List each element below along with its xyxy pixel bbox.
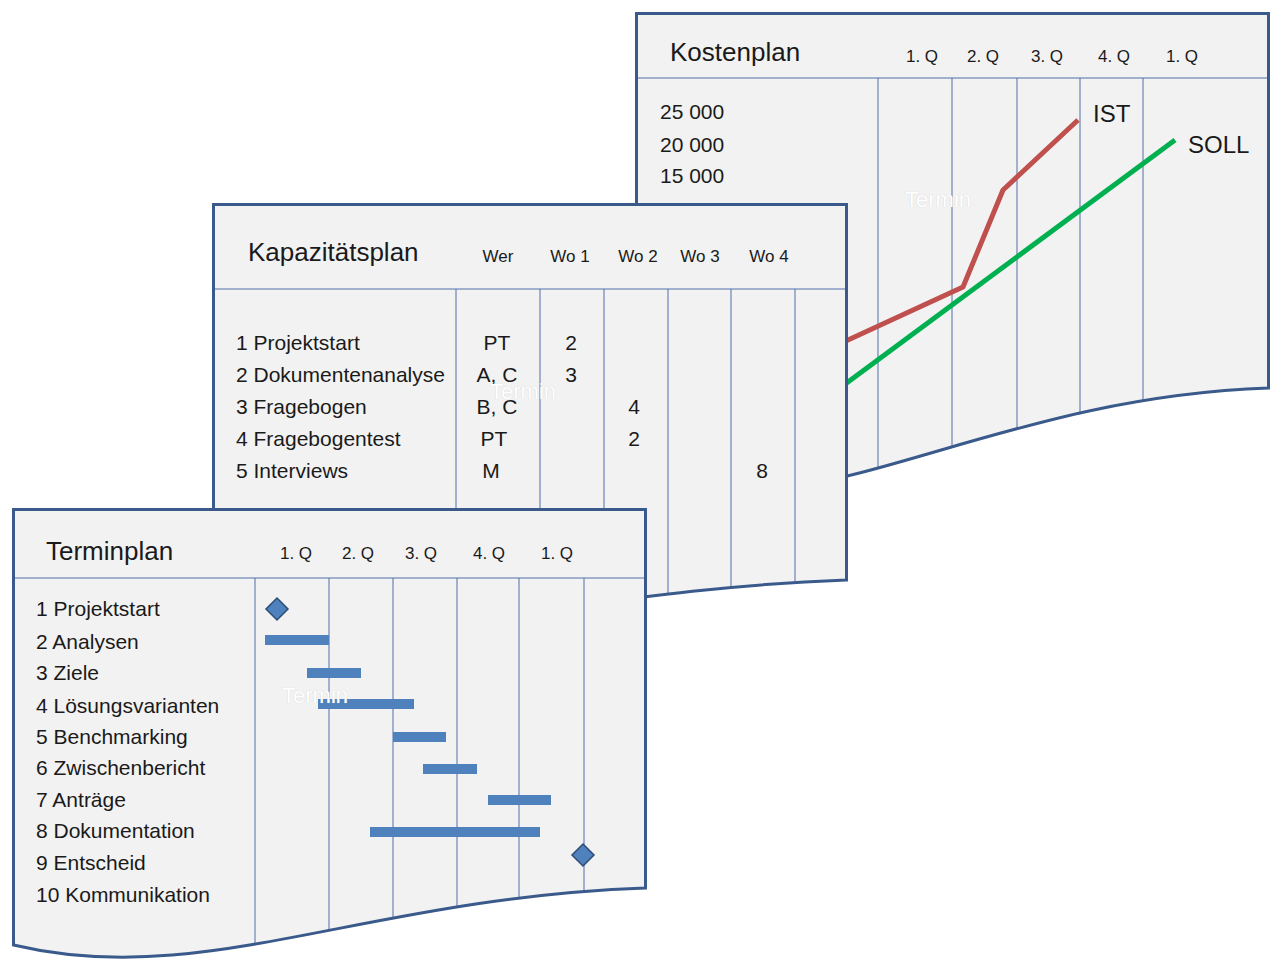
sheet-title: Terminplan	[46, 537, 173, 566]
column-header: 1. Q	[1166, 48, 1198, 67]
grid-line	[255, 578, 256, 972]
table-cell: M	[482, 459, 500, 482]
task-name: 9 Entscheid	[36, 851, 146, 874]
table-cell: 4	[628, 395, 640, 418]
axis-value: 20 000	[660, 133, 724, 156]
header-rule	[212, 289, 848, 290]
column-header: 4. Q	[1098, 48, 1130, 67]
task-name: 6 Zwischenbericht	[36, 756, 205, 779]
column-header: 3. Q	[405, 545, 437, 564]
gantt-bar	[265, 635, 329, 645]
grid-line	[731, 289, 732, 663]
grid-line	[584, 578, 585, 972]
column-header: Wo 2	[618, 248, 657, 267]
gantt-bar	[370, 827, 540, 837]
grid-line	[519, 578, 520, 972]
series-label: SOLL	[1188, 132, 1249, 158]
milestone-diamond	[572, 844, 594, 866]
column-header: 2. Q	[342, 545, 374, 564]
column-header: 2. Q	[967, 48, 999, 67]
column-header: 1. Q	[541, 545, 573, 564]
table-cell: 2	[628, 427, 640, 450]
grid-line	[668, 289, 669, 663]
column-header: 3. Q	[1031, 48, 1063, 67]
task-name: 1 Projektstart	[236, 331, 360, 354]
grid-line	[393, 578, 394, 972]
task-name: 8 Dokumentation	[36, 819, 195, 842]
column-header: 4. Q	[473, 545, 505, 564]
milestone-diamond	[266, 598, 288, 620]
table-cell: PT	[484, 331, 511, 354]
watermark: Termin	[490, 380, 556, 404]
grid-line	[457, 578, 458, 972]
sheet-title: Kapazitätsplan	[248, 238, 419, 267]
table-cell: PT	[481, 427, 508, 450]
task-name: 2 Analysen	[36, 630, 139, 653]
series-label: IST	[1093, 101, 1130, 127]
table-cell: 2	[565, 331, 577, 354]
document-sheet: Terminplan 1. Q 2. Q 3. Q 4. Q 1. Q 1 Projekts…	[12, 508, 647, 972]
task-name: 3 Ziele	[36, 661, 99, 684]
watermark: Termin	[905, 188, 971, 212]
task-name: 10 Kommunikation	[36, 883, 210, 906]
task-name: 4 Lösungsvarianten	[36, 694, 219, 717]
column-header: 1. Q	[906, 48, 938, 67]
grid-line	[1143, 78, 1144, 535]
task-name: 2 Dokumentenanalyse	[236, 363, 445, 386]
column-header: Wo 1	[550, 248, 589, 267]
task-name: 3 Fragebogen	[236, 395, 367, 418]
gantt-bar	[307, 668, 361, 678]
column-header: Wo 4	[749, 248, 788, 267]
column-header: Wo 3	[680, 248, 719, 267]
task-name: 7 Anträge	[36, 788, 126, 811]
column-header: 1. Q	[280, 545, 312, 564]
gantt-bar	[393, 732, 446, 742]
sheet-title: Kostenplan	[670, 38, 800, 67]
axis-value: 25 000	[660, 100, 724, 123]
task-name: 4 Fragebogentest	[236, 427, 401, 450]
gantt-bar	[488, 795, 551, 805]
gantt-bar	[423, 764, 477, 774]
axis-value: 15 000	[660, 164, 724, 187]
task-name: 5 Benchmarking	[36, 725, 188, 748]
column-header: Wer	[483, 248, 514, 267]
grid-line	[1017, 78, 1018, 535]
table-cell: 3	[565, 363, 577, 386]
table-cell: 8	[756, 459, 768, 482]
sheet-border	[14, 510, 646, 958]
task-name: 5 Interviews	[236, 459, 348, 482]
watermark: Termin	[282, 684, 348, 708]
grid-line	[1080, 78, 1081, 535]
task-name: 1 Projektstart	[36, 597, 160, 620]
grid-line	[795, 289, 796, 663]
